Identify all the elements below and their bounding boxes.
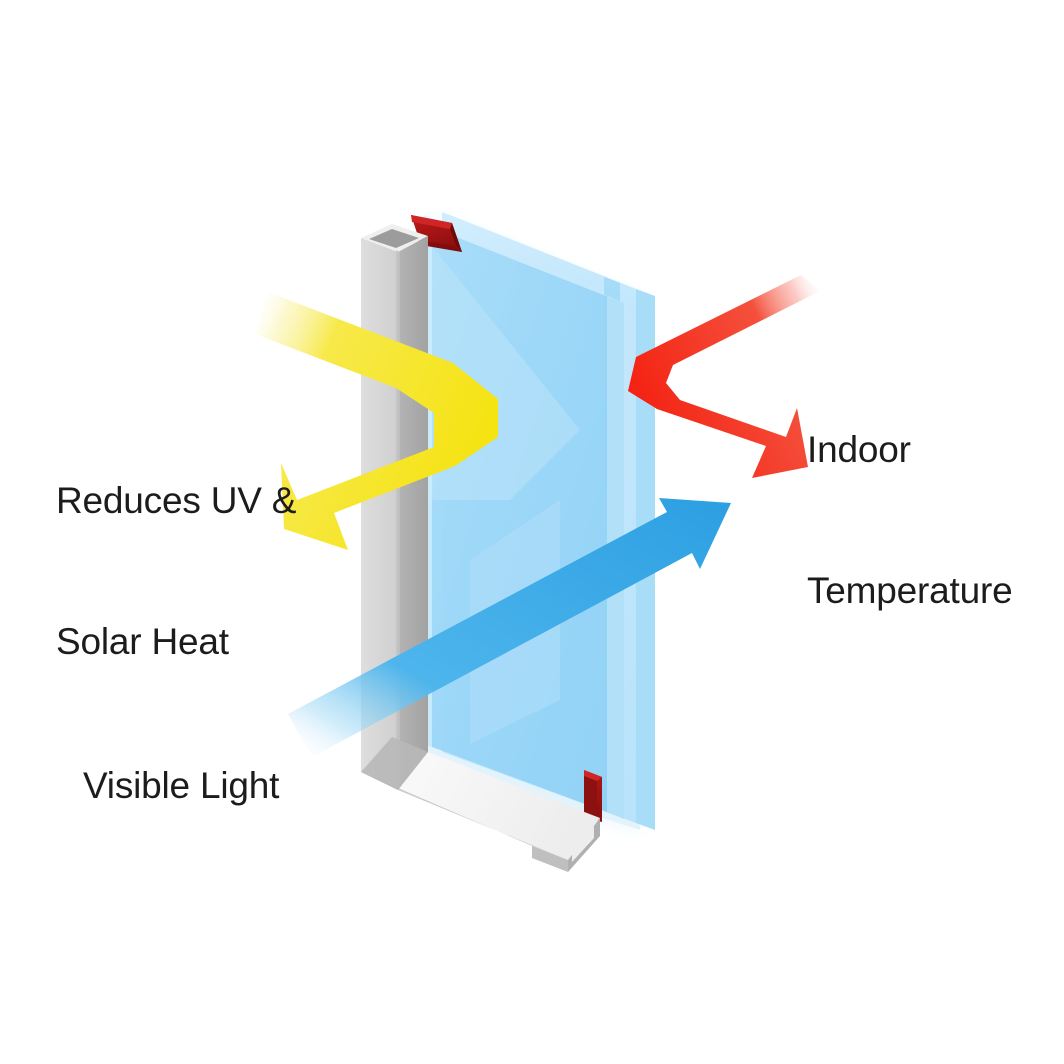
label-line-2: Temperature <box>807 570 1013 611</box>
uv-solar-heat-arrow <box>255 292 498 550</box>
aluminium-frame-sill <box>361 737 600 872</box>
label-line-2: Solar Heat <box>56 621 229 662</box>
label-line-1: Visible Light <box>83 765 280 806</box>
outer-glass-pane <box>424 224 624 819</box>
bottom-spacer-bar <box>584 770 602 822</box>
label-line-1: Reduces UV & <box>56 480 297 521</box>
label-visible-light: Visible Light <box>83 668 279 903</box>
visible-light-arrow <box>288 498 731 757</box>
label-indoor-temperature: Indoor Temperature <box>807 332 1013 708</box>
indoor-temperature-arrow <box>628 275 820 478</box>
label-line-1: Indoor <box>807 429 911 470</box>
label-reduces-uv-solar-heat: Reduces UV & Solar Heat <box>56 383 296 759</box>
